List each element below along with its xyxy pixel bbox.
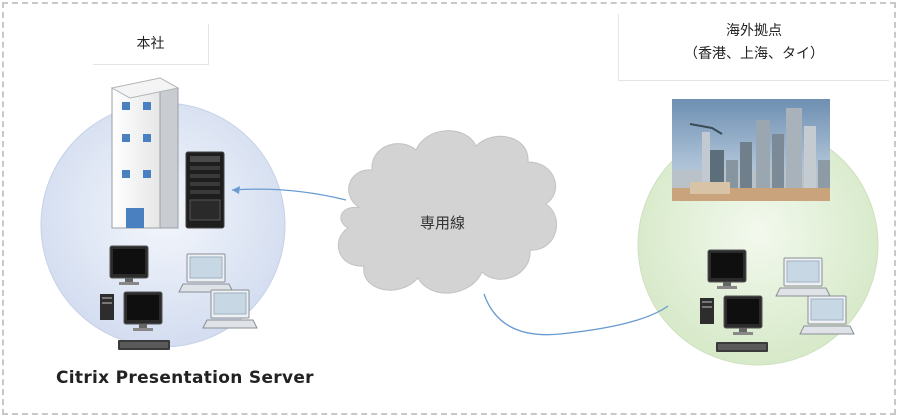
overseas-label-line2: （香港、上海、タイ） <box>684 46 824 62</box>
link-line <box>483 293 669 336</box>
hq-label-text: 本社 <box>136 36 165 52</box>
hq-label: 本社 <box>93 24 209 65</box>
hq-laptop-icon-2 <box>202 289 258 329</box>
diagram-frame <box>2 2 896 415</box>
overseas-tower-icon <box>700 298 714 324</box>
link-arrow <box>231 188 347 201</box>
server-icon <box>185 151 225 229</box>
hq-caption: Citrix Presentation Server <box>56 368 314 388</box>
hq-keyboard-icon <box>118 340 170 350</box>
network-cloud-shape <box>337 130 557 294</box>
office-building-icon <box>110 77 180 229</box>
overseas-label-line1: 海外拠点 <box>726 23 782 39</box>
overseas-laptop-icon-1 <box>775 257 831 297</box>
overseas-keyboard-icon <box>716 342 768 352</box>
network-label: 専用線 <box>420 214 466 232</box>
hq-tower-icon <box>100 294 114 320</box>
overseas-laptop-icon-2 <box>799 295 855 335</box>
city-skyline-photo <box>672 99 830 201</box>
overseas-label: 海外拠点 （香港、上海、タイ） <box>618 14 889 81</box>
hq-laptop-icon-1 <box>178 253 234 293</box>
